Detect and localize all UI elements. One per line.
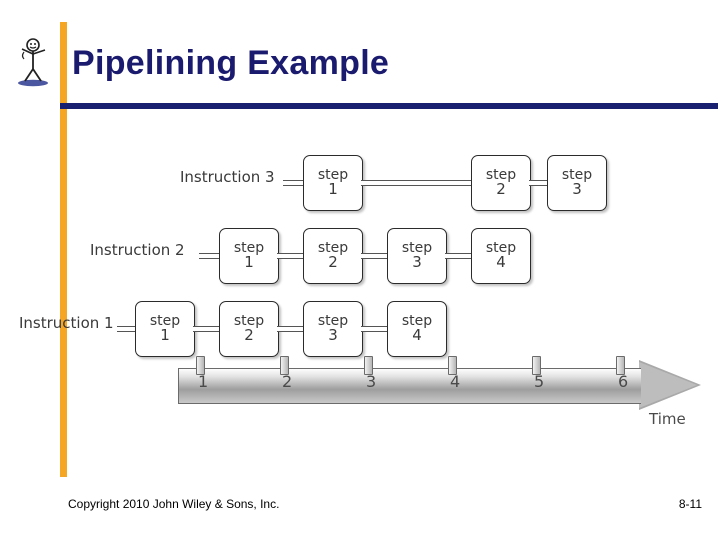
step-box: step 4 [387, 301, 447, 357]
step-number: 1 [244, 253, 254, 272]
connector [361, 180, 471, 186]
page-title: Pipelining Example [72, 44, 390, 82]
step-number: 3 [412, 253, 422, 272]
time-tick-label: 4 [450, 372, 461, 391]
time-tick-label: 5 [534, 372, 545, 391]
step-word: step [401, 312, 433, 329]
connector [277, 326, 303, 332]
time-tick-label: 1 [198, 372, 209, 391]
step-box: step 2 [219, 301, 279, 357]
pipelining-diagram: Instruction 3 step 1 step 2 step 3 Instr… [19, 140, 702, 440]
step-box: step 1 [303, 155, 363, 211]
step-word: step [485, 239, 517, 256]
title-underline-rule [60, 103, 718, 109]
step-number: 1 [328, 180, 338, 199]
step-box: step 3 [387, 228, 447, 284]
step-box: step 3 [547, 155, 607, 211]
row-label-instruction-1: Instruction 1 [19, 314, 114, 332]
connector [361, 253, 387, 259]
step-word: step [317, 312, 349, 329]
step-box: step 2 [303, 228, 363, 284]
time-tick-mark [532, 356, 541, 375]
copyright-text: Copyright 2010 John Wiley & Sons, Inc. [68, 497, 280, 511]
page-number: 8-11 [678, 497, 702, 511]
step-word: step [485, 166, 517, 183]
time-tick-mark [448, 356, 457, 375]
step-number: 1 [160, 326, 170, 345]
time-axis-label: Time [649, 410, 686, 428]
time-axis-bar [178, 368, 641, 404]
step-box: step 2 [471, 155, 531, 211]
connector [277, 253, 303, 259]
connector [283, 180, 303, 186]
connector [529, 180, 547, 186]
step-word: step [149, 312, 181, 329]
step-box: step 4 [471, 228, 531, 284]
accent-bar-left [60, 22, 67, 477]
row-label-instruction-3: Instruction 3 [180, 168, 275, 186]
step-word: step [233, 312, 265, 329]
connector [361, 326, 387, 332]
step-word: step [561, 166, 593, 183]
step-box: step 1 [135, 301, 195, 357]
step-word: step [401, 239, 433, 256]
time-tick-mark [616, 356, 625, 375]
connector [199, 253, 219, 259]
row-label-instruction-2: Instruction 2 [90, 241, 185, 259]
connector [445, 253, 471, 259]
time-tick-label: 6 [618, 372, 629, 391]
connector [193, 326, 219, 332]
step-word: step [317, 166, 349, 183]
time-axis: 1 2 3 4 5 6 Time [178, 356, 702, 428]
step-number: 2 [496, 180, 506, 199]
step-box: step 3 [303, 301, 363, 357]
time-tick-mark [364, 356, 373, 375]
time-arrow-head [639, 362, 697, 408]
step-number: 4 [412, 326, 422, 345]
time-tick-mark [280, 356, 289, 375]
step-word: step [317, 239, 349, 256]
step-word: step [233, 239, 265, 256]
step-number: 3 [572, 180, 582, 199]
step-number: 2 [328, 253, 338, 272]
step-number: 4 [496, 253, 506, 272]
clipart-character [12, 36, 54, 88]
connector [117, 326, 135, 332]
step-number: 3 [328, 326, 338, 345]
step-number: 2 [244, 326, 254, 345]
time-tick-label: 3 [366, 372, 377, 391]
time-tick-label: 2 [282, 372, 293, 391]
time-tick-mark [196, 356, 205, 375]
step-box: step 1 [219, 228, 279, 284]
